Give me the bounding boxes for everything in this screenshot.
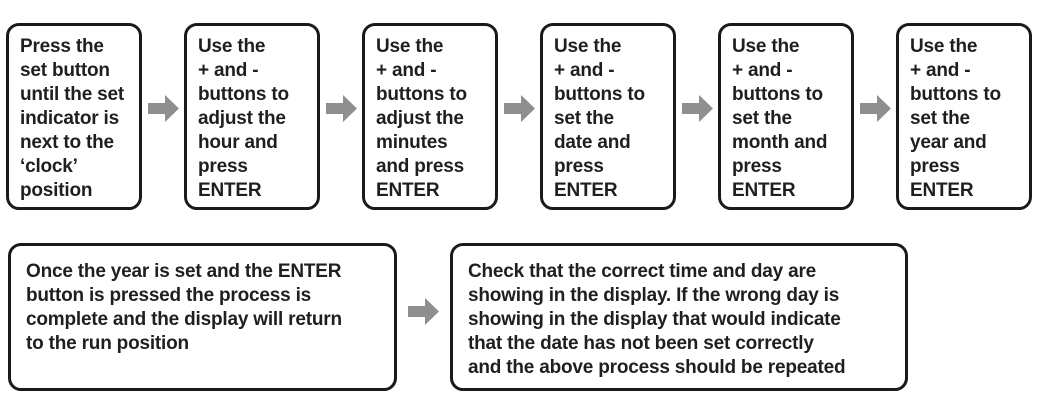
arrow-right-icon	[859, 95, 891, 122]
arrow-right-icon	[681, 95, 713, 122]
arrow-cell	[142, 23, 184, 210]
result-text: Once the year is set and the ENTER butto…	[26, 261, 342, 354]
step-text: Use the + and - buttons to adjust the mi…	[376, 36, 467, 201]
arrow-right-icon	[503, 95, 535, 122]
arrow-cell	[397, 243, 450, 391]
arrow-cell	[854, 23, 896, 210]
steps-row: Press the set button until the set indic…	[6, 23, 1032, 210]
arrow-right-shape	[859, 95, 891, 122]
result-text: Check that the correct time and day are …	[468, 261, 846, 378]
step-text: Use the + and - buttons to set the month…	[732, 36, 828, 201]
result-box-process-complete: Once the year is set and the ENTER butto…	[8, 243, 397, 391]
arrow-right-shape	[325, 95, 357, 122]
arrow-cell	[498, 23, 540, 210]
step-text: Use the + and - buttons to set the year …	[910, 36, 1001, 201]
arrow-right-shape	[681, 95, 713, 122]
step-box-year: Use the + and - buttons to set the year …	[896, 23, 1032, 210]
arrow-right-icon	[408, 297, 439, 325]
arrow-right-shape	[408, 297, 439, 325]
result-box-check-display: Check that the correct time and day are …	[450, 243, 908, 391]
step-box-hour: Use the + and - buttons to adjust the ho…	[184, 23, 320, 210]
results-row: Once the year is set and the ENTER butto…	[8, 243, 908, 391]
arrow-right-icon	[325, 95, 357, 122]
arrow-right-shape	[147, 95, 179, 122]
arrow-right-icon	[147, 95, 179, 122]
arrow-cell	[320, 23, 362, 210]
step-box-set-indicator: Press the set button until the set indic…	[6, 23, 142, 210]
step-text: Use the + and - buttons to adjust the ho…	[198, 36, 289, 201]
step-box-month: Use the + and - buttons to set the month…	[718, 23, 854, 210]
step-box-minutes: Use the + and - buttons to adjust the mi…	[362, 23, 498, 210]
arrow-right-shape	[503, 95, 535, 122]
step-text: Press the set button until the set indic…	[20, 36, 125, 201]
step-text: Use the + and - buttons to set the date …	[554, 36, 645, 201]
arrow-cell	[676, 23, 718, 210]
step-box-date: Use the + and - buttons to set the date …	[540, 23, 676, 210]
